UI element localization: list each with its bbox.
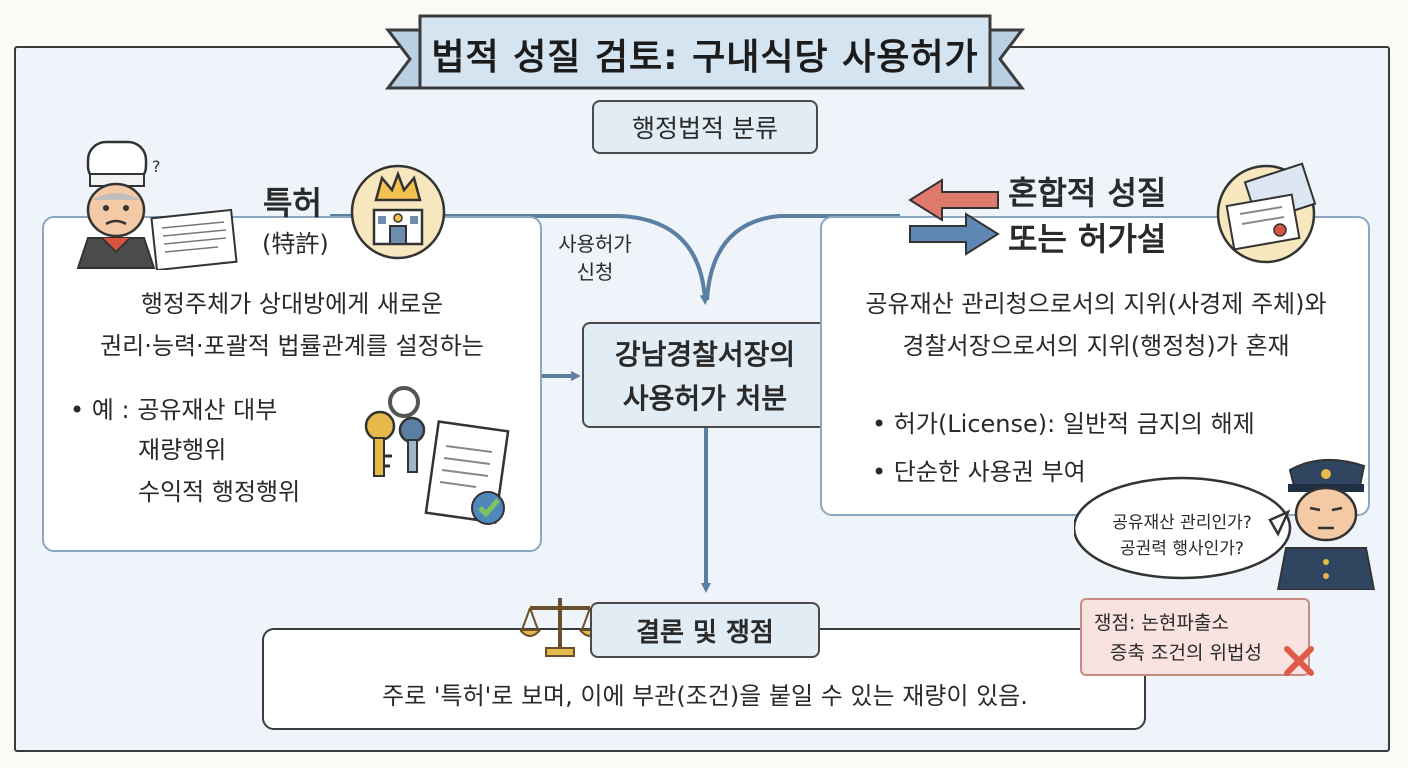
request-line1: 사용허가 [558,232,632,256]
swap-arrows-icon [908,178,1000,256]
red-x-icon [1284,646,1314,676]
bubble-line1: 공유재산 관리인가? [1112,513,1252,533]
left-heading-hanja: (特許) [262,230,329,258]
conclusion-label: 결론 및 쟁점 [590,602,820,658]
center-line2: 사용허가 처분 [622,382,788,415]
document-check-icon [424,420,510,525]
right-bullet2: • 단순한 사용권 부여 [872,458,1086,486]
right-heading-line1: 혼합적 성질 [1008,174,1167,212]
chef-character: ? [76,140,238,270]
left-example-line3: 수익적 행정행위 [138,478,301,506]
left-desc-line1: 행정주체가 상대방에게 새로운 [140,290,444,318]
right-inner-panel [842,378,1350,508]
right-heading-line2: 또는 허가설 [1008,220,1167,258]
right-desc-line1: 공유재산 관리청으로서의 지위(사경제 주체)와 [865,290,1327,318]
keys-icon [364,386,426,477]
right-bullet1: • 허가(License): 일반적 금지의 해제 [872,410,1255,438]
crown-building-icon [350,164,446,260]
bubble-line2: 공권력 행사인가? [1120,539,1244,559]
right-desc-line2: 경찰서장으로서의 지위(행정청)가 혼재 [902,332,1290,360]
svg-text:?: ? [152,157,161,176]
police-officer-character [1074,458,1376,590]
center-decision-box: 강남경찰서장의 사용허가 처분 [582,322,828,428]
issue-note-line2: 증축 조건의 위법성 [1110,642,1262,664]
request-line2: 신청 [576,260,614,284]
left-heading: 특허 [263,184,322,222]
category-label: 행정법적 분류 [592,100,818,154]
scales-icon [520,598,600,657]
center-line1: 강남경찰서장의 [614,338,796,371]
conclusion-text: 주로 '특허'로 보며, 이에 부관(조건)을 붙일 수 있는 재량이 있음. [382,682,1028,710]
title-ribbon [384,14,1026,90]
left-example-line1: • 예 : 공유재산 대부 [70,396,278,424]
arrow-right-to-center [705,214,900,301]
arrow-left-to-center [330,214,710,305]
license-cards-icon [1216,162,1317,264]
left-example-line2: 재량행위 [138,436,227,464]
page-title: 법적 성질 검토: 구내식당 사용허가 [431,37,979,78]
issue-note [1080,598,1310,676]
left-desc-line2: 권리·능력·포괄적 법률관계를 설정하는 [100,332,484,360]
issue-note-line1: 쟁점: 논현파출소 [1094,612,1229,634]
